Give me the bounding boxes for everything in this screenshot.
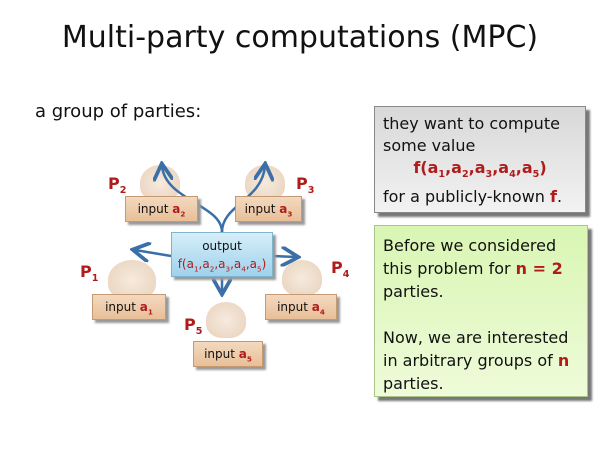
text-line: some value	[383, 136, 476, 155]
output-box: output f(a1,a2,a3,a4,a5)	[171, 232, 273, 277]
arrow-to-p4	[272, 256, 296, 257]
party-face-icon	[108, 260, 156, 300]
subtitle: a group of parties:	[35, 101, 202, 122]
slide-title: Multi-party computations (MPC)	[61, 20, 539, 55]
text-line: in arbitrary groups of n	[383, 351, 570, 370]
party-label-p4: P4	[331, 258, 350, 281]
party-label-p2: P2	[108, 174, 127, 197]
text-line: parties.	[383, 282, 444, 301]
text-line: for a publicly-known f.	[383, 187, 563, 207]
party-label-p1: P1	[80, 262, 99, 285]
output-function: f(a1,a2,a3,a4,a5)	[177, 257, 267, 274]
text-line: they want to compute	[383, 114, 560, 133]
party-label-p5: P5	[184, 315, 203, 338]
party-label-p3: P3	[296, 174, 315, 197]
input-box-p5: input a5	[193, 341, 263, 367]
text-line: parties.	[383, 374, 444, 393]
text-line: this problem for n = 2	[383, 259, 563, 278]
arrow-to-p1	[135, 250, 172, 256]
text-line: Now, we are interested	[383, 328, 569, 347]
text-line: Before we considered	[383, 236, 557, 255]
context-note-box: Before we considered this problem for n …	[374, 225, 588, 397]
input-box-p3: input a3	[235, 196, 302, 222]
input-box-p4: input a4	[265, 294, 337, 320]
input-box-p1: input a1	[92, 294, 166, 320]
function-expression: f(a1,a2,a3,a4,a5)	[413, 158, 547, 181]
party-face-icon	[206, 302, 246, 338]
compute-description-box: they want to compute some value f(a1,a2,…	[374, 106, 586, 213]
input-box-p2: input a2	[125, 196, 198, 222]
output-label: output	[202, 239, 242, 253]
